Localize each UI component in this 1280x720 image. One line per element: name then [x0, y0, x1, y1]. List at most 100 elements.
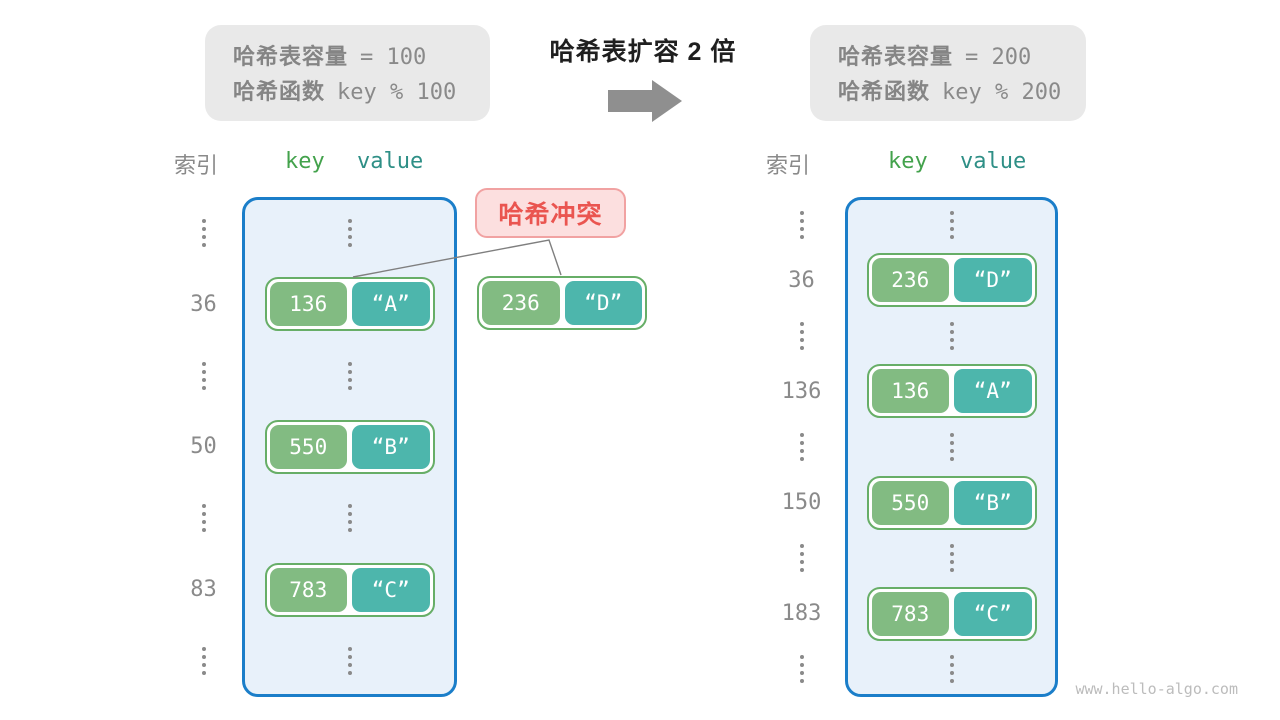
key-value-pair: 550“B”: [264, 419, 435, 474]
bucket-slot: 236“D”: [845, 253, 1058, 308]
vertical-ellipsis-icon: [949, 433, 954, 462]
vertical-ellipsis-icon: [347, 218, 352, 247]
bucket-slot: 550“B”: [242, 419, 457, 474]
table-row: [758, 308, 1058, 364]
bucket-slot: [845, 544, 1058, 573]
index-cell: 83: [190, 577, 217, 603]
bucket-slot: [845, 655, 1058, 684]
capacity-label: 哈希表容量: [233, 44, 349, 69]
bucket-slot: [242, 218, 457, 247]
bucket-slot: 783“C”: [242, 562, 457, 617]
table-row: 50 550“B”: [165, 411, 457, 482]
left-value-header: value: [357, 149, 424, 174]
table-row: [758, 197, 1058, 253]
bucket-slot: [242, 361, 457, 390]
watermark: www.hello-algo.com: [1075, 680, 1238, 698]
right-key-header: key: [888, 149, 928, 174]
capacity-line: 哈希表容量 = 200: [838, 39, 1086, 73]
index-cell: 150: [781, 490, 822, 516]
index-cell: [758, 321, 845, 350]
hash-function-value: key % 100: [337, 80, 457, 105]
bucket-slot: [845, 210, 1058, 239]
key-box: 550: [269, 424, 347, 469]
key-value-pair: 783“C”: [264, 562, 435, 617]
vertical-ellipsis-icon: [949, 210, 954, 239]
key-box: 783: [871, 591, 949, 636]
bucket-slot: [242, 647, 457, 676]
table-row: 183 783“C”: [758, 586, 1058, 642]
index-cell: [165, 504, 242, 533]
vertical-ellipsis-icon: [799, 321, 804, 350]
value-box: “C”: [954, 591, 1032, 636]
vertical-ellipsis-icon: [949, 321, 954, 350]
index-cell: [758, 433, 845, 462]
hash-table-before: 36 136“A” 50 550“B” 83 783“C”: [165, 197, 457, 697]
vertical-ellipsis-icon: [949, 544, 954, 573]
bucket-slot: 550“B”: [845, 475, 1058, 530]
key-value-pair: 550“B”: [866, 475, 1037, 530]
index-cell: [758, 544, 845, 573]
vertical-ellipsis-icon: [347, 504, 352, 533]
hash-function-value: key % 200: [942, 80, 1062, 105]
value-box: “B”: [352, 424, 430, 469]
key-box: 783: [269, 567, 347, 612]
index-cell: [758, 655, 845, 684]
value-box: “A”: [954, 369, 1032, 414]
vertical-ellipsis-icon: [201, 647, 206, 676]
table-row: 150 550“B”: [758, 475, 1058, 531]
key-value-pair: 236“D”: [477, 276, 647, 330]
bucket-slot: [845, 321, 1058, 350]
key-box: 550: [871, 480, 949, 525]
vertical-ellipsis-icon: [799, 210, 804, 239]
bucket-slot: 783“C”: [845, 586, 1058, 641]
key-box: 136: [269, 282, 347, 327]
hash-function-label: 哈希函数: [233, 79, 326, 104]
right-index-header: 索引: [766, 153, 811, 178]
value-box: “B”: [954, 480, 1032, 525]
key-box: 136: [871, 369, 949, 414]
value-box: “D”: [564, 281, 642, 325]
index-cell: 50: [190, 434, 217, 460]
right-arrow-icon: [608, 80, 682, 122]
key-box: 236: [871, 258, 949, 303]
right-value-header: value: [960, 149, 1027, 174]
hash-function-label: 哈希函数: [838, 79, 931, 104]
key-box: 236: [482, 281, 560, 325]
vertical-ellipsis-icon: [347, 361, 352, 390]
bucket-slot: 136“A”: [242, 277, 457, 332]
index-cell: [165, 647, 242, 676]
index-cell: [165, 218, 242, 247]
vertical-ellipsis-icon: [201, 504, 206, 533]
table-row: [165, 340, 457, 411]
capacity-line: 哈希表容量 = 100: [233, 39, 490, 73]
table-row: [165, 626, 457, 697]
capacity-value: = 100: [360, 45, 427, 70]
left-index-header: 索引: [174, 153, 219, 178]
diagram-title: 哈希表扩容 2 倍: [549, 38, 737, 66]
bucket-slot: 136“A”: [845, 364, 1058, 419]
index-cell: 36: [190, 291, 217, 317]
bucket-slot: [242, 504, 457, 533]
value-box: “D”: [954, 258, 1032, 303]
capacity-label: 哈希表容量: [838, 44, 954, 69]
capacity-value: = 200: [965, 45, 1032, 70]
index-cell: 183: [781, 601, 822, 627]
vertical-ellipsis-icon: [799, 544, 804, 573]
conflict-pair-container: 236“D”: [477, 276, 647, 330]
value-box: “C”: [352, 567, 430, 612]
vertical-ellipsis-icon: [799, 655, 804, 684]
capacity-box-after: 哈希表容量 = 200 哈希函数 key % 200: [810, 25, 1086, 121]
index-cell: [165, 361, 242, 390]
table-row: [165, 483, 457, 554]
vertical-ellipsis-icon: [347, 647, 352, 676]
vertical-ellipsis-icon: [201, 218, 206, 247]
table-row: [758, 419, 1058, 475]
key-value-pair: 236“D”: [866, 253, 1037, 308]
vertical-ellipsis-icon: [201, 361, 206, 390]
bucket-rows-before: 36 136“A” 50 550“B” 83 783“C”: [165, 197, 457, 697]
vertical-ellipsis-icon: [949, 655, 954, 684]
